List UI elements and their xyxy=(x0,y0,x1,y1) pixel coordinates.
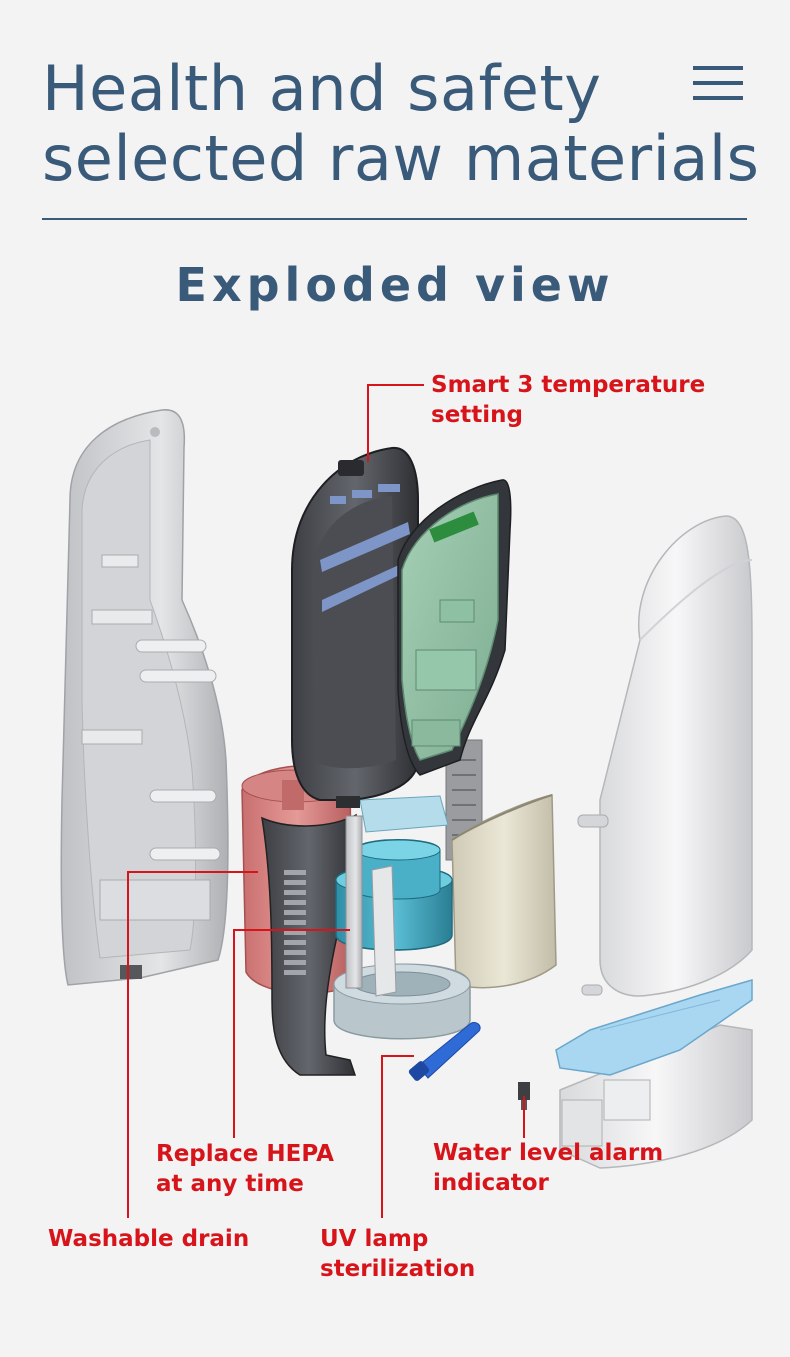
callout-leader-lines xyxy=(127,384,525,1218)
circuit-board xyxy=(397,479,512,776)
callout-line-drain xyxy=(127,871,258,1218)
callout-water-line2: indicator xyxy=(433,1170,549,1196)
callout-temperature-line2: setting xyxy=(431,402,523,428)
callout-line-hepa xyxy=(233,929,350,1138)
side-cover-wrap xyxy=(451,794,557,989)
callout-uv-line1: UV lamp xyxy=(320,1226,429,1252)
menu-bar-middle xyxy=(693,81,743,85)
control-front-frame xyxy=(291,446,419,808)
callout-uv-line2: sterilization xyxy=(320,1256,476,1282)
callout-washable-drain: Washable drain xyxy=(48,1224,249,1254)
callout-uv-lamp: UV lamp sterilization xyxy=(320,1224,475,1284)
callout-temperature-line1: Smart 3 temperature xyxy=(431,372,706,398)
base-ring xyxy=(333,963,471,1040)
menu-bar-top xyxy=(693,66,743,70)
callout-line-temperature xyxy=(367,384,424,462)
callout-water-line1: Water level alarm xyxy=(433,1140,664,1166)
callout-hepa-line2: at any time xyxy=(156,1171,304,1197)
support-rods xyxy=(345,815,397,997)
title-line-1: Health and safety xyxy=(42,52,602,125)
callout-temperature-setting: Smart 3 temperature setting xyxy=(431,370,705,430)
page-title: Health and safety selected raw materials xyxy=(42,52,760,195)
callout-water-level-alarm: Water level alarm indicator xyxy=(433,1138,663,1198)
title-line-2: selected raw materials xyxy=(42,122,760,195)
callout-replace-hepa: Replace HEPA at any time xyxy=(156,1139,334,1199)
base-tray xyxy=(559,1024,753,1169)
back-housing-shell xyxy=(60,409,229,986)
callout-hepa-line1: Replace HEPA xyxy=(156,1141,334,1167)
blue-filter-panel xyxy=(555,979,753,1076)
callout-line-uv xyxy=(381,1055,414,1218)
front-cover-shell xyxy=(577,515,753,997)
header-divider xyxy=(42,218,747,220)
hamburger-menu-icon[interactable] xyxy=(693,66,743,102)
callout-drain-line1: Washable drain xyxy=(48,1226,250,1252)
menu-bar-bottom xyxy=(693,96,743,100)
section-title: Exploded view xyxy=(175,258,615,312)
uv-lamp xyxy=(408,1021,481,1081)
filter-frame-strap xyxy=(261,813,357,1076)
